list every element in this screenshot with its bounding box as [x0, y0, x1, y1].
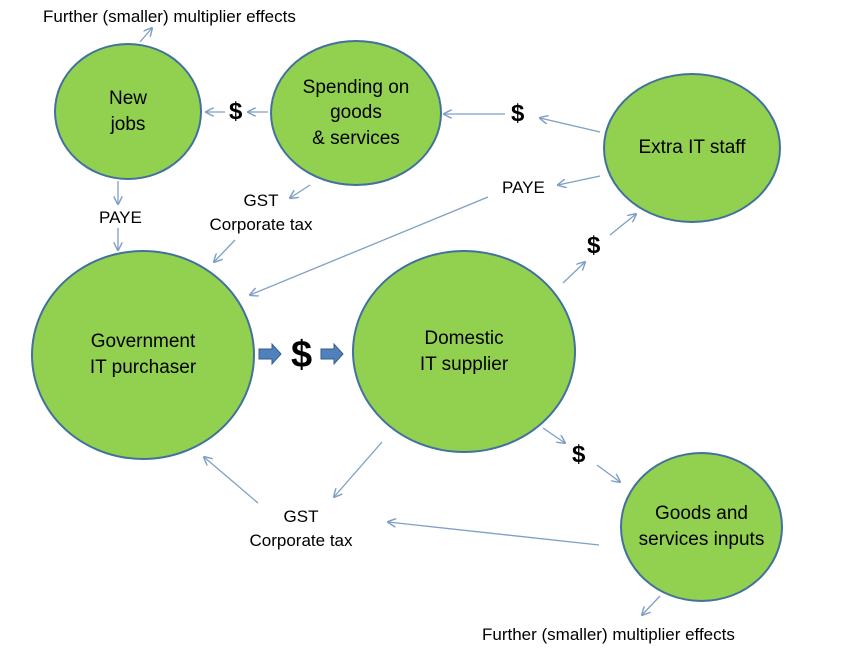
block-arrow-right: [320, 342, 344, 366]
arrow-gst-gov: [204, 457, 259, 504]
arrow-corptax-gov: [214, 239, 236, 262]
arrow-supplier-dollar-up: [562, 262, 585, 284]
label-further-effects-top: Further (smaller) multiplier effects: [43, 7, 296, 26]
label-gst-corporate-tax-bottom: GST Corporate tax: [249, 507, 353, 550]
node-government-it-purchaser: Government IT purchaser: [31, 250, 255, 460]
arrow-dollar-goods: [596, 464, 620, 482]
label-gst-corporate-tax-top: GST Corporate tax: [209, 191, 313, 234]
arrow-spending-gst: [290, 184, 311, 198]
dollar-spending: $: [511, 100, 525, 127]
arrow-supplier-gst: [334, 441, 383, 497]
label-paye-left: PAYE: [99, 208, 142, 227]
node-spending-goods-services: Spending on goods & services: [270, 40, 442, 186]
arrow-newjobs-further: [139, 28, 152, 43]
arrow-supplier-dollar-down: [542, 427, 565, 443]
arrow-goods-gst: [388, 522, 600, 546]
label-further-effects-bottom: Further (smaller) multiplier effects: [482, 625, 735, 644]
node-extra-it-staff: Extra IT staff: [603, 73, 781, 223]
block-arrow-left: [258, 342, 282, 366]
dollar-newjobs: $: [229, 98, 243, 125]
node-new-jobs: New jobs: [54, 43, 202, 180]
dollar-extra-staff: $: [587, 232, 601, 259]
node-goods-services-inputs: Goods and services inputs: [620, 452, 783, 602]
arrow-goods-further: [642, 595, 661, 615]
arrow-paye-gov-long: [250, 196, 489, 295]
arrow-staff-dollar: [540, 118, 601, 133]
label-paye-right: PAYE: [502, 178, 545, 197]
arrow-dollar-staff: [609, 214, 636, 236]
arrow-staff-paye: [558, 175, 601, 185]
dollar-main-payment: $: [291, 334, 313, 376]
dollar-goods-inputs: $: [572, 441, 586, 468]
node-domestic-it-supplier: Domestic IT supplier: [352, 250, 576, 453]
